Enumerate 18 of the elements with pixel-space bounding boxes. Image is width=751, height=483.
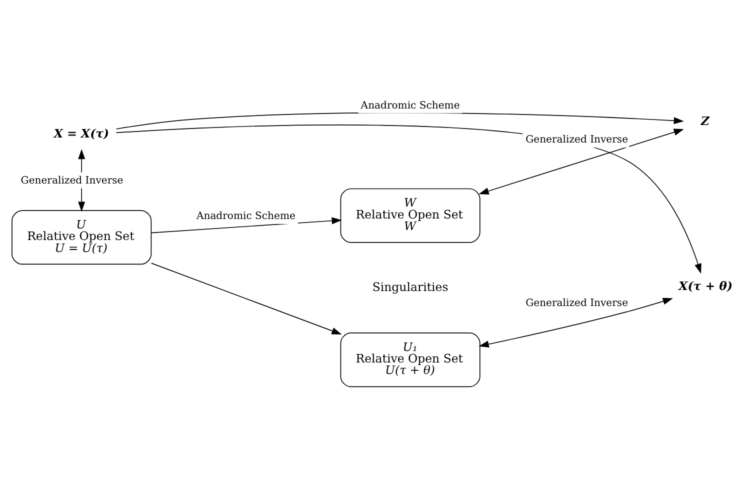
- node-box: W Relative Open Set W: [340, 188, 480, 242]
- arrow: [150, 262, 342, 334]
- edge-label: Generalized Inverse: [526, 298, 628, 309]
- arrow: [150, 216, 342, 233]
- arrow: [116, 124, 702, 274]
- edge-label: Anadromic Scheme: [196, 210, 296, 222]
- arrow: [478, 128, 684, 194]
- node-box: U₁ Relative Open Set U(τ + θ): [340, 332, 480, 387]
- arrow: [78, 148, 86, 212]
- label: Singularities: [372, 279, 448, 294]
- node-text: Z: [700, 113, 710, 128]
- arrow: [478, 297, 673, 348]
- node-text: X(τ + θ): [678, 278, 733, 292]
- edge-label: Generalized Inverse: [526, 134, 628, 146]
- node-text: X = X(τ): [54, 126, 110, 140]
- edge-label: Generalized Inverse: [20, 174, 124, 186]
- node-box: U Relative Open Set U = U(τ): [12, 210, 152, 264]
- edge-label: Anadromic Scheme: [360, 100, 460, 111]
